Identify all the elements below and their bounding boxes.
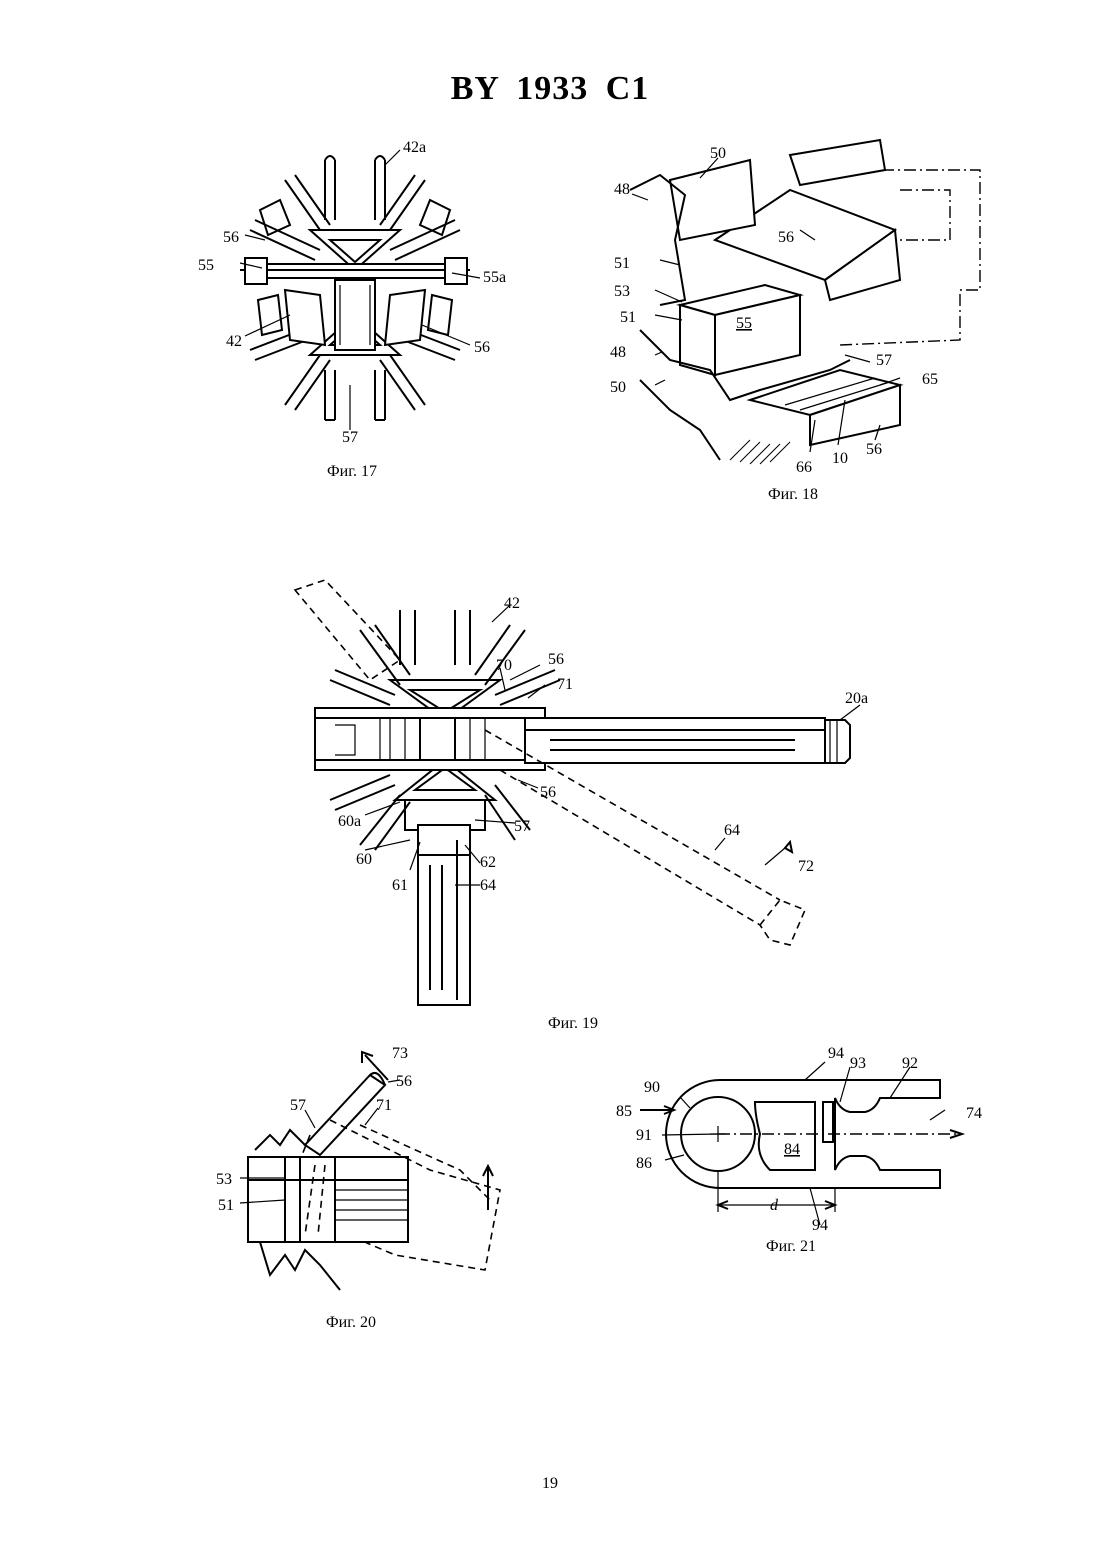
figure-17-drawing: 42a 56 55 55a 42 56 57 [190, 130, 520, 460]
fig18-label-10: 10 [832, 450, 848, 467]
fig19-label-72: 72 [798, 858, 814, 875]
fig19-label-64-dashed: 64 [724, 822, 740, 839]
fig18-label-55: 55 [736, 315, 752, 332]
page-number: 19 [0, 1475, 1100, 1493]
fig17-label-56-bottom: 56 [474, 339, 490, 356]
fig21-label-94-top: 94 [828, 1045, 844, 1062]
fig19-label-70: 70 [496, 657, 512, 674]
fig21-label-91: 91 [636, 1127, 652, 1144]
fig18-label-51-upper: 51 [614, 255, 630, 272]
fig19-label-60a: 60a [338, 813, 361, 830]
fig19-label-60: 60 [356, 851, 372, 868]
fig18-label-57: 57 [876, 352, 892, 369]
fig19-label-62: 62 [480, 854, 496, 871]
fig19-label-64-shaft: 64 [480, 877, 496, 894]
fig17-label-56-top: 56 [223, 229, 239, 246]
fig21-label-84: 84 [784, 1141, 800, 1158]
fig21-label-d: d [770, 1197, 779, 1214]
fig17-label-42a: 42a [403, 139, 426, 156]
figure-20-drawing: 73 56 57 71 53 51 [210, 1040, 540, 1310]
fig21-label-85: 85 [616, 1103, 632, 1120]
fig18-label-53: 53 [614, 283, 630, 300]
figure-18-caption: Фиг. 18 [768, 486, 818, 504]
fig18-label-50-top: 50 [710, 145, 726, 162]
fig20-label-57: 57 [290, 1097, 306, 1114]
fig18-label-56-lower: 56 [866, 441, 882, 458]
figure-19-caption: Фиг. 19 [548, 1015, 598, 1033]
fig21-label-74: 74 [966, 1105, 982, 1122]
figure-18-drawing: 50 48 56 51 53 51 55 48 50 57 65 66 10 5… [600, 130, 960, 480]
fig17-label-55a: 55a [483, 269, 506, 286]
fig17-label-42: 42 [226, 333, 242, 350]
fig20-label-73: 73 [392, 1045, 408, 1062]
fig19-label-20a: 20a [845, 690, 868, 707]
fig21-label-93: 93 [850, 1055, 866, 1072]
fig19-label-56-bottom: 56 [540, 784, 556, 801]
fig21-label-92: 92 [902, 1055, 918, 1072]
document-header: BY 1933 C1 [0, 70, 1100, 108]
fig20-label-56: 56 [396, 1073, 412, 1090]
fig21-label-90: 90 [644, 1079, 660, 1096]
fig17-star-body [240, 156, 470, 420]
fig20-label-53: 53 [216, 1171, 232, 1188]
fig17-label-55: 55 [198, 257, 214, 274]
fig18-label-48-lower: 48 [610, 344, 626, 361]
figure-20-caption: Фиг. 20 [326, 1314, 376, 1332]
fig18-label-48-top: 48 [614, 181, 630, 198]
figure-21-caption: Фиг. 21 [766, 1238, 816, 1256]
fig18-label-56-upper: 56 [778, 229, 794, 246]
fig19-label-57: 57 [514, 818, 530, 835]
fig19-label-56-top: 56 [548, 651, 564, 668]
fig18-label-50-lower: 50 [610, 379, 626, 396]
fig21-label-94-bottom: 94 [812, 1217, 828, 1234]
figure-17-caption: Фиг. 17 [327, 463, 377, 481]
fig18-label-51-lower: 51 [620, 309, 636, 326]
figure-19-drawing: 42 56 70 71 20a 56 60a 57 60 61 62 64 64… [270, 580, 890, 1010]
fig20-label-51: 51 [218, 1197, 234, 1214]
figure-21-drawing: 94 93 92 85 90 74 91 84 86 d 94 [610, 1040, 1000, 1240]
fig21-label-86: 86 [636, 1155, 652, 1172]
fig19-label-61: 61 [392, 877, 408, 894]
fig18-label-66: 66 [796, 459, 812, 476]
fig19-label-42: 42 [504, 595, 520, 612]
fig18-label-65: 65 [922, 371, 938, 388]
fig20-label-71: 71 [376, 1097, 392, 1114]
fig17-label-57: 57 [342, 429, 358, 446]
fig19-label-71: 71 [557, 676, 573, 693]
